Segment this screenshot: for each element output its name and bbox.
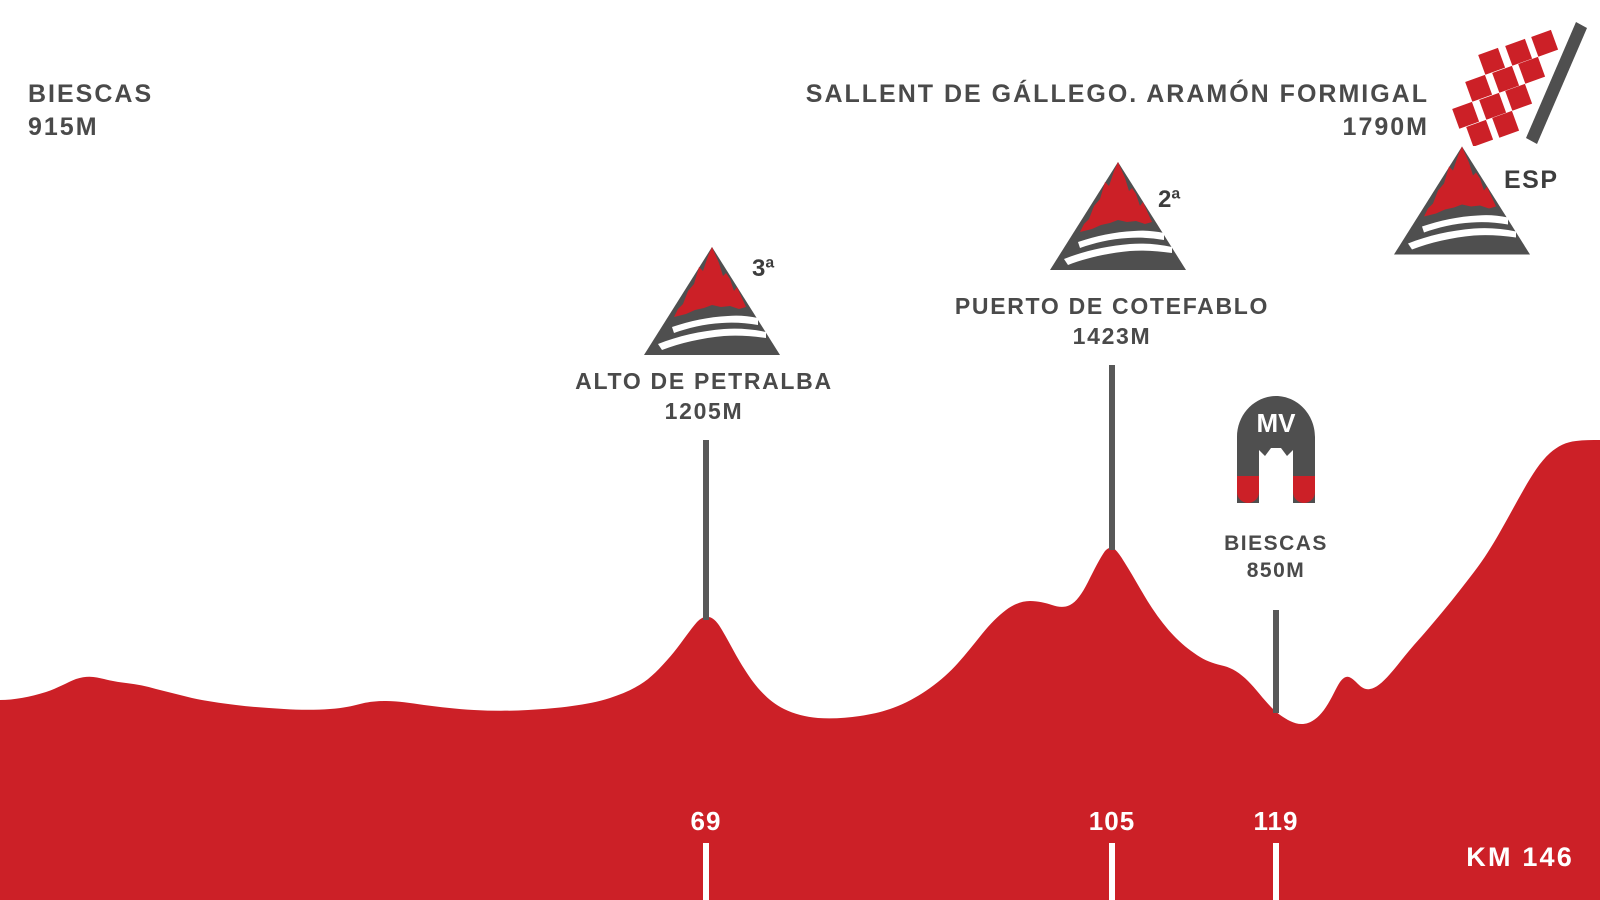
climb-label-petralba: ALTO DE PETRALBA 1205M (575, 367, 833, 427)
mountain-icon-finish (1392, 140, 1532, 260)
km-tick-label-0: 69 (690, 806, 722, 836)
sprint-badge-text: MV (1257, 408, 1297, 438)
start-location-altitude: 915M (28, 112, 99, 141)
climb-altitude-petralba: 1205M (664, 397, 744, 424)
finish-category-esp: ESP (1504, 166, 1559, 194)
mountain-icon (1050, 162, 1186, 270)
sprint-arch-icon: MV (1237, 396, 1315, 503)
km-tick-label-2: 119 (1253, 806, 1299, 836)
climb-category-petralba: 3ª (752, 255, 775, 282)
climb-name-cotefablo: PUERTO DE COTEFABLO (954, 293, 1270, 319)
sprint-stem-biescas (1273, 610, 1279, 713)
mountain-icon-cotefablo (1048, 158, 1188, 273)
start-location-name: BIESCAS (28, 80, 154, 108)
checkered-flag-icon (1452, 22, 1587, 146)
climb-name-petralba: ALTO DE PETRALBA (575, 368, 833, 394)
finish-location-altitude: 1790M (1342, 112, 1429, 141)
km-total-label: KM 146 (1466, 842, 1574, 872)
km-tick-label-1: 105 (1088, 806, 1136, 836)
elevation-profile-path (0, 440, 1600, 900)
sprint-name-biescas: BIESCAS (1224, 532, 1328, 555)
climb-stem-petralba (703, 440, 709, 620)
climb-stem-cotefablo (1109, 365, 1115, 550)
km-tick-mark-2 (1273, 843, 1279, 900)
sprint-label-biescas: BIESCAS 850M (1224, 530, 1328, 585)
climb-altitude-cotefablo: 1423M (1072, 322, 1152, 349)
sprint-arch-icon-biescas: MV (1213, 390, 1339, 503)
mountain-icon-petralba (642, 243, 782, 358)
finish-location-name: SALLENT DE GÁLLEGO. ARAMÓN FORMIGAL (805, 80, 1429, 108)
mountain-icon (644, 247, 780, 355)
km-tick-mark-0 (703, 843, 709, 900)
climb-category-cotefablo: 2ª (1158, 186, 1181, 213)
climb-label-cotefablo: PUERTO DE COTEFABLO 1423M (955, 292, 1269, 352)
km-tick-mark-1 (1109, 843, 1115, 900)
finish-location-block: SALLENT DE GÁLLEGO. ARAMÓN FORMIGAL 1790… (806, 78, 1429, 143)
sprint-altitude-biescas: 850M (1246, 559, 1306, 583)
mountain-icon (1394, 146, 1530, 255)
checkered-flag-icon-finish (1424, 16, 1594, 146)
start-location-block: BIESCAS 915M (28, 78, 153, 143)
